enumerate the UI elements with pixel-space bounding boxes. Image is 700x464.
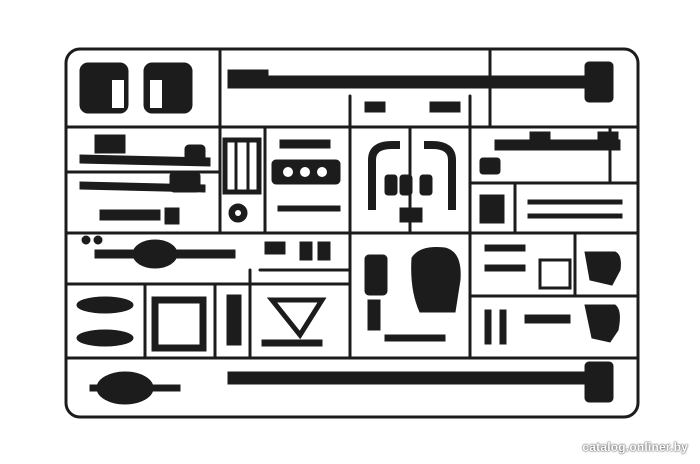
model-parts	[76, 61, 623, 405]
frame-rail-bottom	[227, 371, 609, 385]
watermark: catalog.onliner.by	[582, 440, 688, 454]
frame-rail-top	[227, 75, 609, 89]
differential-axle	[132, 239, 178, 269]
front-axle-beam	[494, 139, 621, 151]
sprue-frame	[64, 47, 640, 419]
intake-pipe-lower	[584, 304, 620, 343]
seat-part	[411, 247, 461, 313]
intake-pipe-upper	[584, 251, 621, 286]
